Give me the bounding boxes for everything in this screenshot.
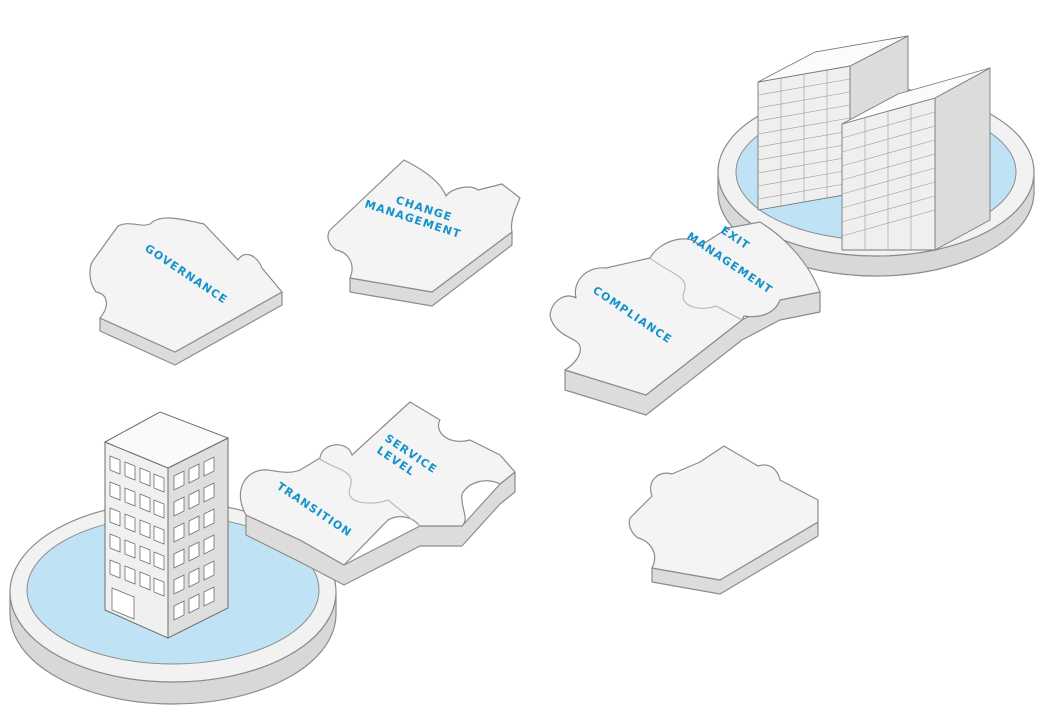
office-puzzle-chain	[239, 401, 516, 586]
server-racks-icon	[757, 35, 991, 251]
office-windows-side	[173, 456, 215, 621]
office-building-icon	[103, 411, 230, 639]
datacenter-puzzle-chain	[549, 221, 821, 416]
governance-piece	[89, 217, 283, 366]
office-windows-front	[109, 455, 165, 620]
blank-piece	[628, 445, 819, 595]
change-management-piece	[327, 159, 521, 307]
